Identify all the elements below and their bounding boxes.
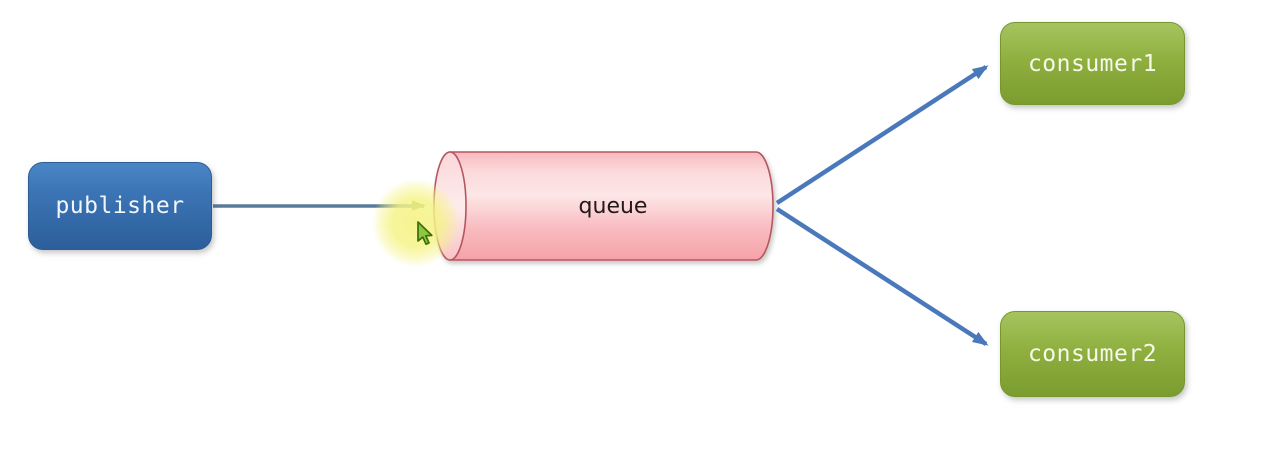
node-consumer2-label: consumer2 [1027,341,1158,367]
click-highlight [372,179,460,267]
queue-cylinder [433,151,774,261]
node-publisher-label: publisher [55,193,185,219]
edge-queue-to-consumer1 [775,65,989,205]
node-publisher: publisher [28,162,212,250]
node-consumer1-label: consumer1 [1027,50,1158,77]
edge-queue-to-consumer2 [775,207,989,346]
node-consumer2: consumer2 [1000,311,1185,397]
node-consumer1: consumer1 [1000,22,1185,105]
cursor-pointer-icon [417,221,433,246]
